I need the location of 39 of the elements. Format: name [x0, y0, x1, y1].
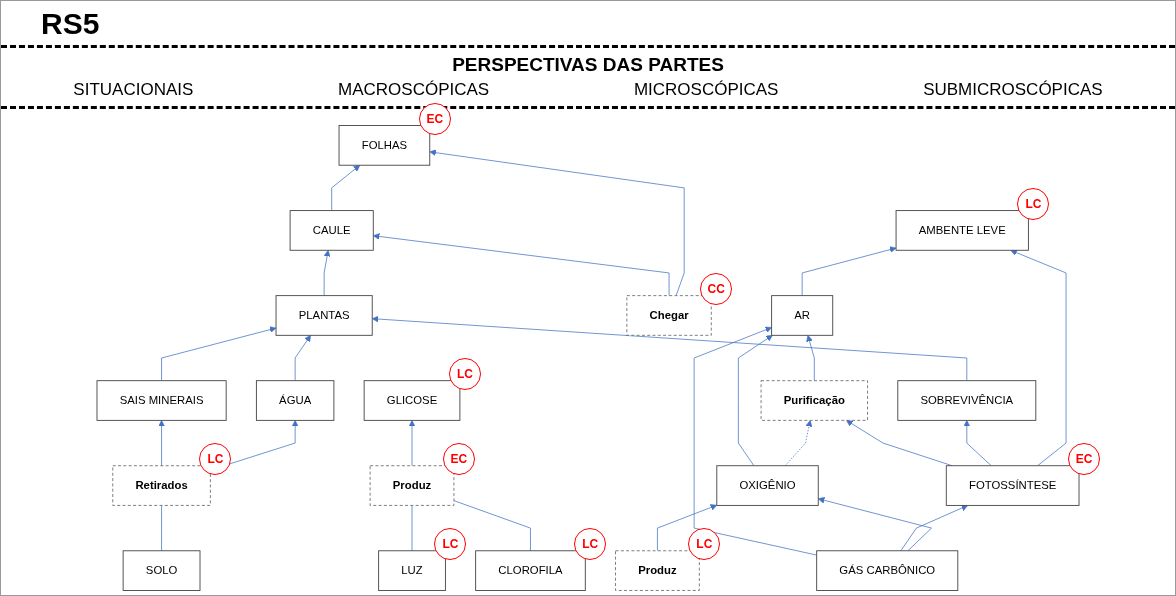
node-box: SOLO	[122, 550, 201, 591]
node-box: CAULE	[289, 210, 374, 251]
node-box: SOBREVIVÊNCIA	[897, 380, 1037, 421]
node-box: PLANTAS	[275, 295, 373, 336]
column-heading: SITUACIONAIS	[73, 80, 194, 100]
node-box: ÁGUA	[255, 380, 335, 421]
node-box: Retirados	[112, 465, 211, 506]
annotation-circle: LC	[434, 527, 467, 560]
diagram-title: RS5	[40, 6, 101, 41]
section-heading: PERSPECTIVAS DAS PARTES	[451, 53, 725, 77]
node-box: Chegar	[626, 295, 712, 336]
annotation-circle: EC	[418, 102, 451, 135]
node-box: AMBENTE LEVE	[895, 210, 1029, 251]
node-box: GLICOSE	[363, 380, 461, 421]
node-box: CLOROFILA	[475, 550, 586, 591]
node-box: FOLHAS	[338, 125, 431, 166]
annotation-circle: LC	[688, 527, 721, 560]
connector	[411, 505, 413, 552]
annotation-circle: EC	[1068, 442, 1100, 475]
node-box: AR	[771, 295, 834, 336]
connector	[453, 500, 531, 552]
connector	[161, 505, 162, 552]
column-heading: MACROSCÓPICAS	[338, 80, 490, 100]
node-box: Produz	[369, 465, 455, 506]
node-box: Produz	[615, 550, 700, 591]
column-heading: MICROSCÓPICAS	[633, 80, 779, 100]
annotation-circle: EC	[442, 442, 475, 475]
annotation-circle: CC	[700, 272, 733, 305]
node-box: FOTOSSÍNTESE	[945, 465, 1080, 506]
node-box: GÁS CARBÔNICO	[816, 550, 959, 591]
node-box: Purificação	[760, 380, 868, 421]
annotation-circle: LC	[1017, 187, 1050, 220]
node-box: LUZ	[378, 550, 446, 591]
column-heading: SUBMICROSCÓPICAS	[923, 80, 1103, 100]
annotation-circle: LC	[199, 442, 232, 475]
annotation-circle: LC	[574, 527, 607, 560]
annotation-circle: LC	[448, 357, 481, 390]
node-box: SAIS MINERAIS	[96, 380, 227, 421]
node-box: OXIGÊNIO	[716, 465, 819, 506]
